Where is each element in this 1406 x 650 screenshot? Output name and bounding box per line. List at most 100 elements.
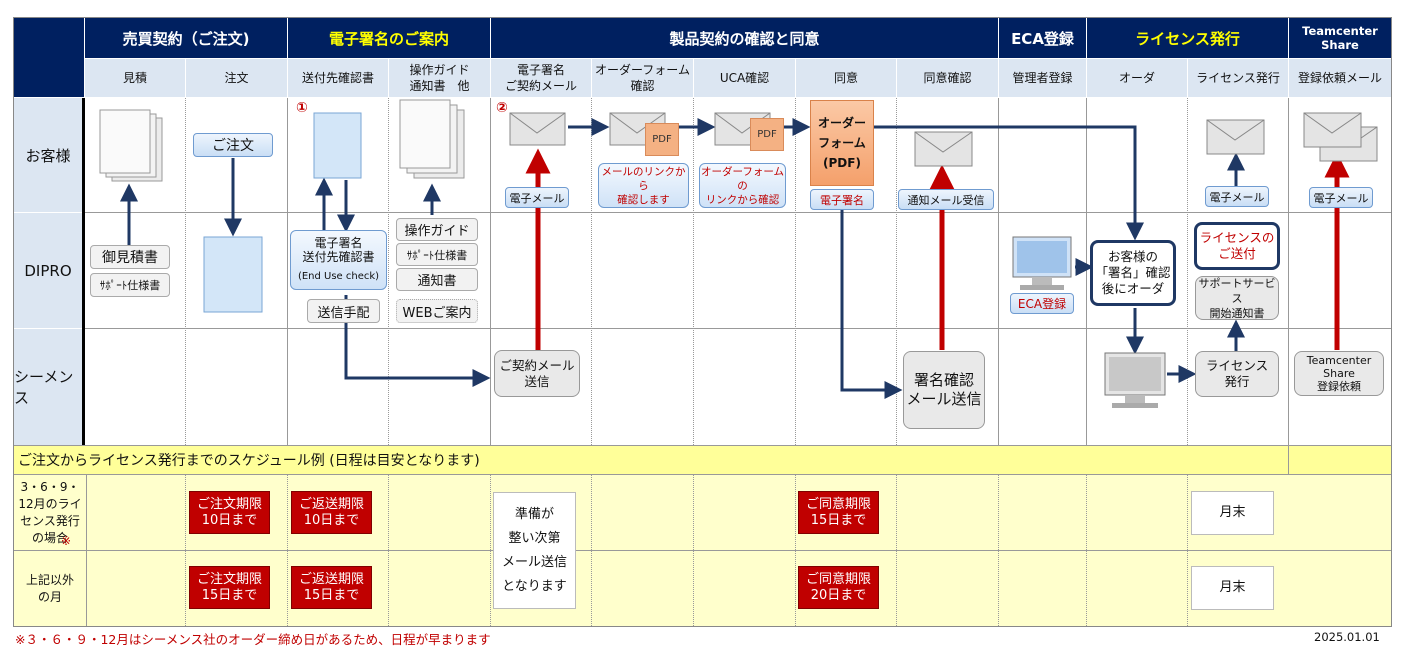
group-license: ライセンス発行	[1087, 18, 1288, 58]
month-end-r1: 月末	[1191, 491, 1274, 535]
license-issue-node: ライセンス 発行	[1195, 351, 1279, 397]
send-arrange-node: 送信手配	[307, 299, 380, 323]
deadline-return-r2: ご返送期限 15日まで	[291, 566, 372, 609]
footer-date: 2025.01.01	[1314, 630, 1380, 644]
col-estimate: 見積	[85, 59, 185, 97]
col-uca: UCA確認	[694, 59, 795, 97]
grid-line	[14, 474, 1391, 475]
grid-line	[86, 475, 87, 626]
month-end-r2: 月末	[1191, 566, 1274, 610]
notify-recv-label: 通知メール受信	[898, 189, 994, 210]
step-marker-1: ①	[296, 100, 308, 116]
esign-confirm-node: 電子署名 送付先確認書 (End Use check)	[290, 230, 387, 290]
grid-line	[388, 475, 389, 626]
grid-line	[1187, 98, 1188, 445]
grid-line	[591, 475, 592, 626]
email-label-1: 電子メール	[505, 187, 569, 208]
grid-line	[287, 475, 288, 626]
doc-stacks	[99, 99, 465, 313]
grid-line	[1288, 98, 1289, 625]
col-esign-mail: 電子署名 ご契約メール	[491, 59, 591, 97]
col-order: 注文	[186, 59, 287, 97]
grid-line	[1187, 475, 1188, 626]
grid-line	[490, 98, 491, 445]
deadline-order-r2: ご注文期限 15日まで	[189, 566, 270, 609]
prep-note: 準備が 整い次第 メール送信 となります	[493, 492, 576, 609]
deadline-return-r1: ご返送期限 10日まで	[291, 491, 372, 534]
col-destination: 送付先確認書	[288, 59, 388, 97]
col-agree-check: 同意確認	[897, 59, 998, 97]
grid-line	[998, 98, 999, 445]
license-send-node: ライセンスの ご送付	[1194, 222, 1280, 270]
corner-cell	[14, 18, 84, 97]
step-marker-2: ②	[496, 100, 508, 116]
monitors	[1012, 236, 1166, 408]
grid-line	[896, 98, 897, 445]
grid-line	[388, 98, 389, 445]
grid-line	[14, 445, 1391, 446]
web-guide-node: WEBご案内	[396, 299, 478, 323]
grid-line	[287, 98, 288, 445]
deadline-order-r1: ご注文期限 10日まで	[189, 491, 270, 534]
schedule-row1-label: 3・6・9・ 12月のライ センス発行 の場合※	[14, 475, 86, 550]
schedule-row1-label-text: 3・6・9・ 12月のライ センス発行 の場合	[18, 479, 82, 545]
support-start-node: サポートサービス 開始通知書	[1195, 276, 1279, 320]
email-label-2: 電子メール	[1205, 186, 1269, 207]
schedule-title-end	[1289, 446, 1391, 474]
grid-line	[693, 475, 694, 626]
grid-line	[185, 98, 186, 445]
check-link-node: メールのリンクから 確認します	[598, 163, 689, 208]
grid-line	[795, 475, 796, 626]
row-label-divider	[82, 98, 85, 445]
grid-line	[85, 212, 1391, 213]
support-spec2-node: ｻﾎﾟｰﾄ仕様書	[396, 243, 478, 266]
pdf-icon-2: PDF	[750, 118, 784, 151]
order-form-node: オーダー フォーム (PDF)	[810, 100, 874, 186]
col-license-issue: ライセンス発行	[1188, 59, 1288, 97]
deadline-agree-r1: ご同意期限 15日まで	[798, 491, 879, 534]
schedule-title: ご注文からライセンス発行までのスケジュール例 (日程は目安となります)	[14, 446, 1288, 474]
grid-line	[795, 98, 796, 445]
email-label-3: 電子メール	[1309, 187, 1373, 208]
group-product-contract: 製品契約の確認と同意	[491, 18, 998, 58]
diagram-frame	[13, 17, 1392, 627]
pdf-icon-1: PDF	[645, 123, 679, 156]
row-customer: お客様	[14, 98, 82, 212]
row-siemens: シーメンス	[14, 329, 82, 445]
group-tc-share: Teamcenter Share	[1289, 18, 1391, 58]
group-sales: 売買契約（ご注文)	[85, 18, 287, 58]
col-agree: 同意	[796, 59, 896, 97]
schedule-row1-mark: ※	[61, 534, 72, 548]
grid-line	[591, 98, 592, 445]
col-orda: オーダ	[1087, 59, 1187, 97]
tc-request-node: Teamcenter Share 登録依頼	[1294, 351, 1384, 396]
grid-line	[998, 475, 999, 626]
schedule-row2-label: 上記以外 の月	[14, 551, 86, 626]
col-reg-mail: 登録依頼メール	[1289, 59, 1391, 97]
order-after-node: お客様の 「署名」確認 後にオーダ	[1090, 240, 1176, 306]
end-use-text: (End Use check)	[297, 271, 380, 282]
grid-line	[693, 98, 694, 445]
grid-line	[490, 475, 491, 626]
group-eca: ECA登録	[999, 18, 1086, 58]
grid-line	[185, 475, 186, 626]
notice-node: 通知書	[396, 268, 478, 291]
estimate-node: 御見積書	[90, 245, 170, 269]
check-form-node: オーダーフォームの リンクから確認	[699, 163, 786, 208]
eca-reg-label: ECA登録	[1010, 293, 1074, 314]
order-node: ご注文	[193, 133, 273, 157]
deadline-agree-r2: ご同意期限 20日まで	[798, 566, 879, 609]
col-orderform: オーダーフォーム 確認	[592, 59, 693, 97]
col-admin: 管理者登録	[999, 59, 1086, 97]
row-dipro: DIPRO	[14, 213, 82, 328]
support-spec-node: ｻﾎﾟｰﾄ仕様書	[90, 273, 170, 297]
group-esign-guide: 電子署名のご案内	[288, 18, 490, 58]
esign-confirm-text: 電子署名 送付先確認書	[302, 236, 375, 264]
envelopes	[509, 112, 1378, 167]
grid-line	[85, 328, 1391, 329]
sign-mail-node: 署名確認 メール送信	[903, 351, 985, 429]
col-guide: 操作ガイド 通知書 他	[389, 59, 490, 97]
grid-line	[1086, 475, 1087, 626]
footer-note: ※３・６・９・12月はシーメンス社のオーダー締め日があるため、日程が早まります	[15, 632, 491, 647]
